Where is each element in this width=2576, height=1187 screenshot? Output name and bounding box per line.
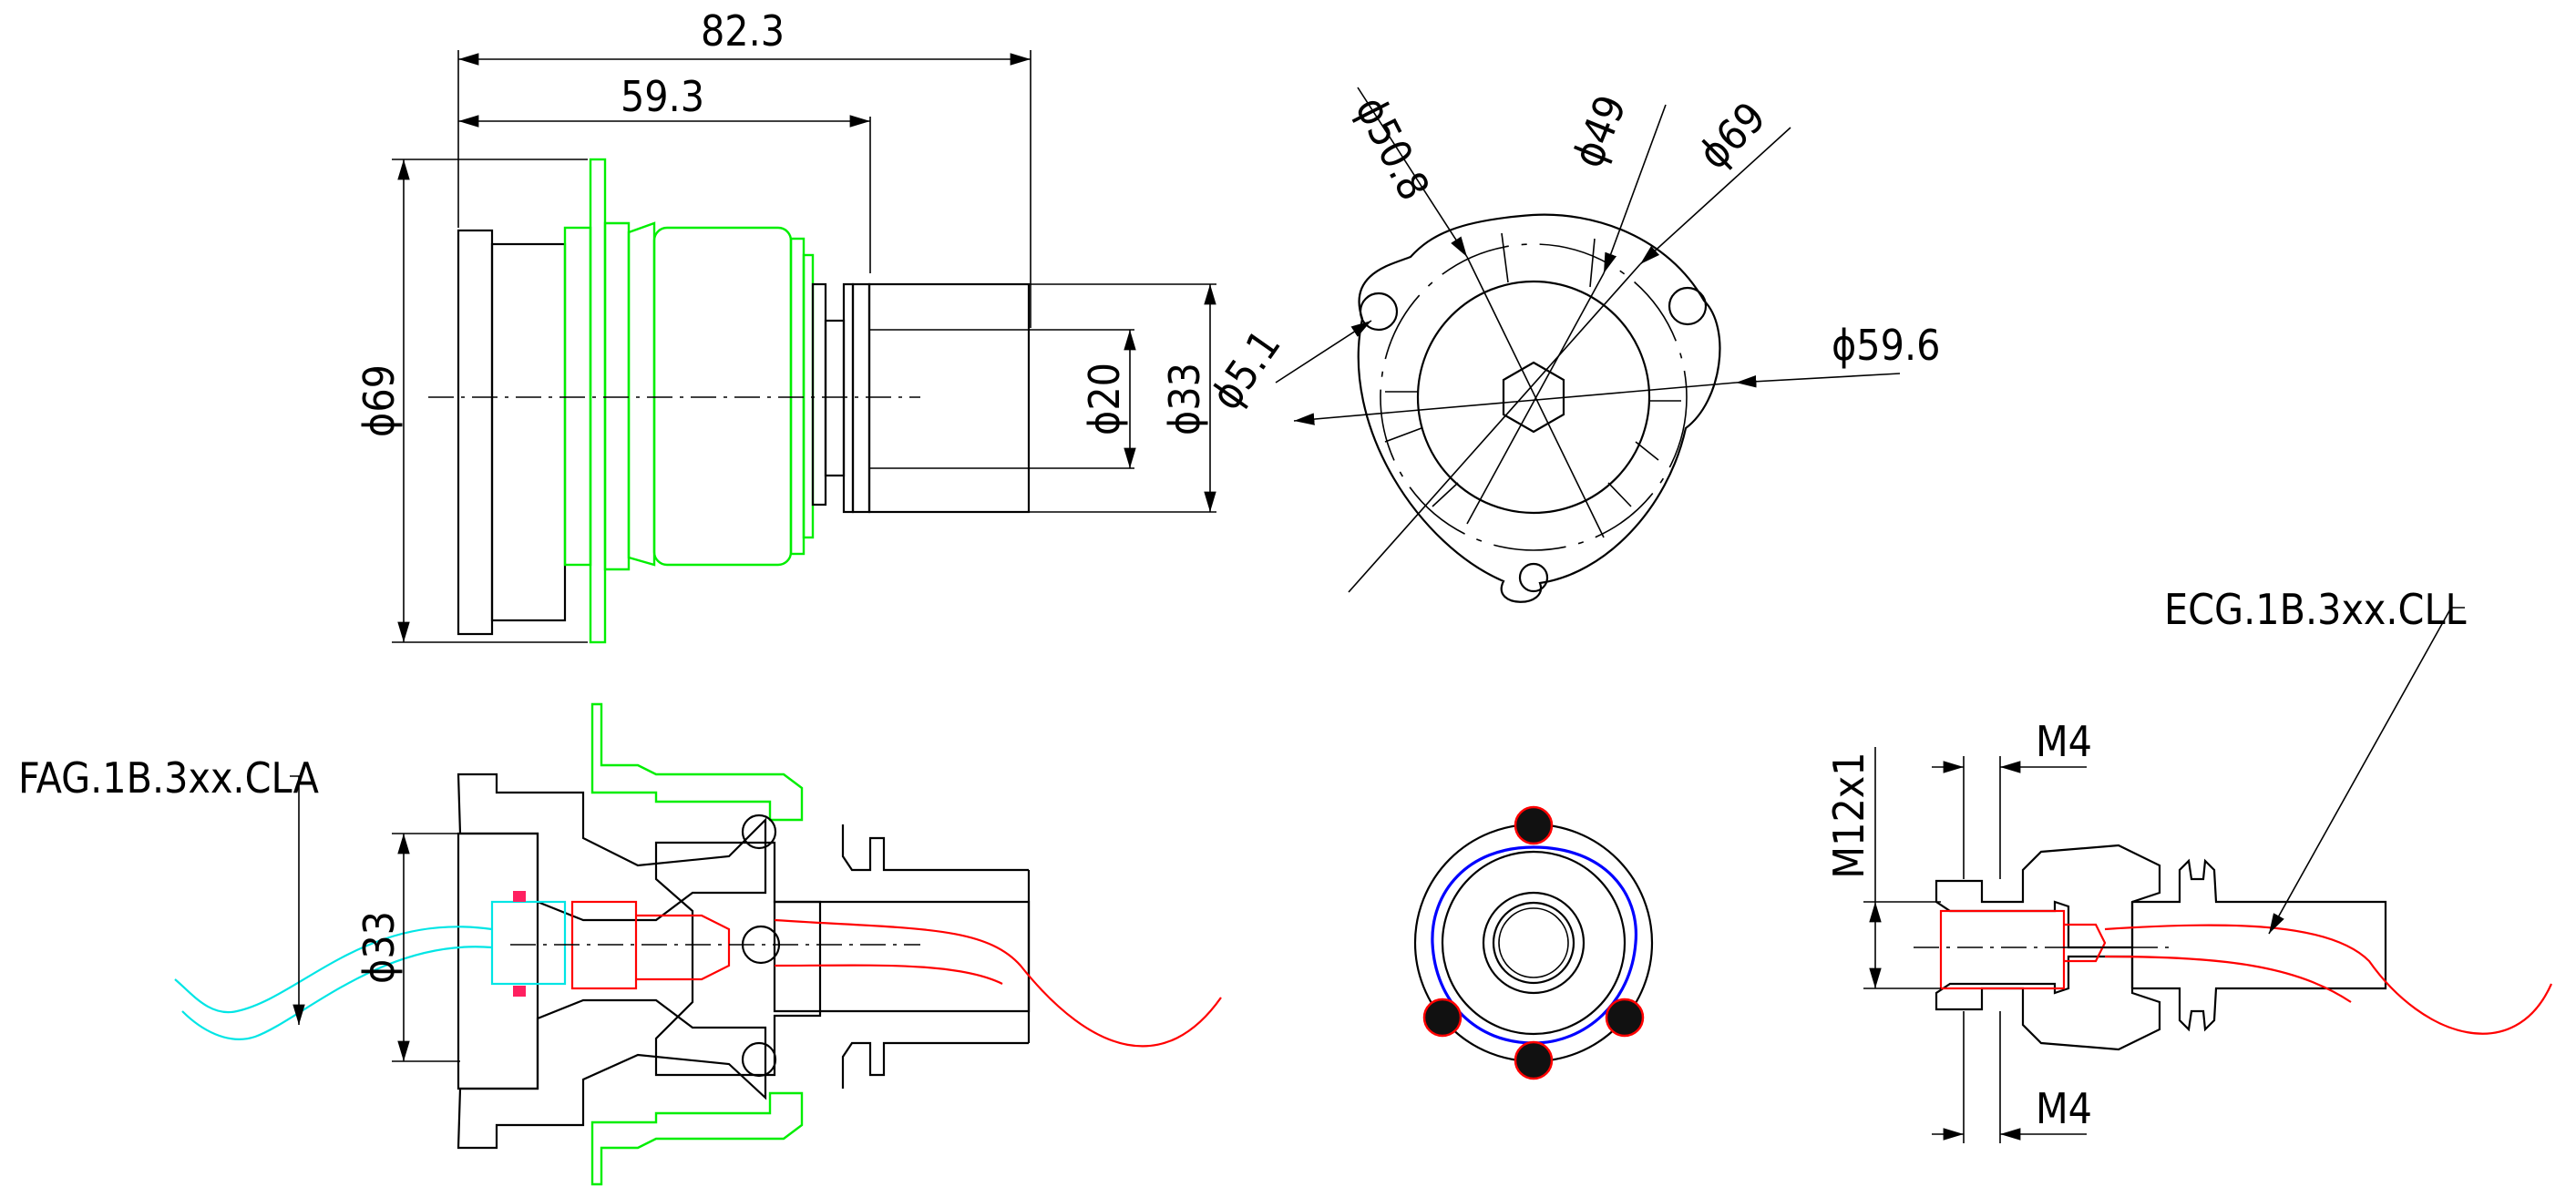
left-section-view: FAG.1B.3xx.CLA ϕ33: [18, 702, 1222, 1186]
dim-shaft-diameter: ϕ20: [1080, 363, 1129, 435]
dim-flange-length: 59.3: [621, 72, 704, 121]
housing-top-section: [457, 773, 767, 922]
dim-body-diameter: ϕ69: [354, 364, 404, 437]
o-ring-bottom: [741, 1041, 777, 1078]
right-section-view: M4 M4 M12x1 ECG.1B.3xx.CLL: [1824, 585, 2553, 1143]
red-contact-right: [1939, 909, 2066, 990]
cyan-contact: [490, 900, 567, 986]
mount-hole-right: [1668, 286, 1708, 326]
dim-dia-59-6: ϕ59.6: [1832, 321, 1940, 370]
dim-m4-bottom: M4: [2036, 1084, 2092, 1133]
contact-pin-right: [1605, 998, 1645, 1038]
dim-dia-50-8: ϕ50.8: [1346, 88, 1439, 208]
mount-hole-left: [1359, 292, 1399, 332]
dim-dia-69: ϕ69: [1688, 92, 1775, 179]
contact-pin-bottom: [1514, 1040, 1554, 1080]
back-flange: [457, 229, 494, 636]
dim-m4-top: M4: [2036, 717, 2092, 766]
part-label-ecg: ECG.1B.3xx.CLL: [2164, 585, 2467, 634]
right-housing-top: [1935, 844, 2161, 949]
dim-nose-diameter: ϕ33: [1160, 363, 1209, 435]
blue-contour-ring: [1431, 845, 1638, 1045]
dim-dia-5-1: ϕ5.1: [1201, 321, 1290, 418]
green-housing: [563, 158, 815, 644]
o-ring-top: [741, 814, 777, 850]
dim-overall-length: 82.3: [701, 6, 785, 56]
mount-hole-bottom: [1518, 562, 1549, 593]
right-housing-bottom: [1935, 955, 2161, 1051]
contact-pin-left: [1422, 998, 1462, 1038]
front-view: ϕ50.8 ϕ49 ϕ69 ϕ59.6 ϕ5.1: [1201, 87, 1940, 603]
contact-face-view: [1413, 805, 1654, 1080]
dim-left-section-dia: ϕ33: [354, 911, 404, 984]
side-view: 82.3 59.3 ϕ69 ϕ20 ϕ33: [354, 6, 1216, 644]
hex-center: [1502, 361, 1565, 434]
front-outline: [1357, 213, 1721, 603]
dim-dia-49: ϕ49: [1563, 88, 1636, 174]
contact-pin-top: [1514, 805, 1554, 845]
part-label-fag: FAG.1B.3xx.CLA: [18, 753, 319, 803]
dim-thread-m12x1: M12x1: [1824, 752, 1873, 878]
